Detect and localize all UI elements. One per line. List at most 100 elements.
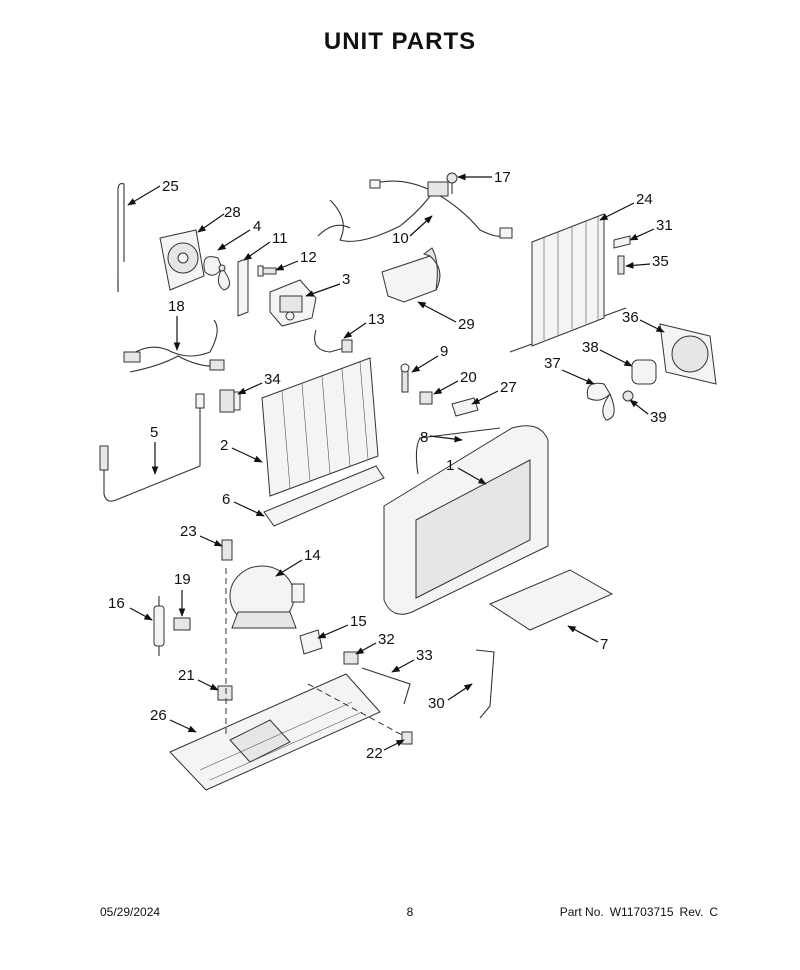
svg-text:19: 19 xyxy=(174,571,191,588)
svg-text:34: 34 xyxy=(264,371,281,388)
svg-text:32: 32 xyxy=(378,631,395,648)
svg-text:18: 18 xyxy=(168,298,185,315)
svg-text:15: 15 xyxy=(350,613,367,630)
svg-text:33: 33 xyxy=(416,647,433,664)
svg-text:24: 24 xyxy=(636,191,653,208)
svg-text:13: 13 xyxy=(368,311,385,328)
svg-text:6: 6 xyxy=(222,491,230,508)
defrost-sensor-part xyxy=(99,393,205,502)
clip-part xyxy=(613,235,631,249)
defrost-heater-part xyxy=(117,183,125,292)
svg-text:5: 5 xyxy=(150,424,158,441)
callout-30: 30 xyxy=(428,683,473,712)
svg-text:4: 4 xyxy=(253,218,261,235)
thermistor-part xyxy=(314,329,353,353)
callout-17: 17 xyxy=(457,169,511,186)
callout-15: 15 xyxy=(317,613,367,639)
fan-motor-part xyxy=(269,279,317,327)
page-title: UNIT PARTS xyxy=(323,28,477,55)
rev-label: Rev. xyxy=(679,905,704,919)
callout-9: 9 xyxy=(411,343,448,373)
drain-pan-part xyxy=(488,569,614,631)
callout-32: 32 xyxy=(355,631,395,655)
svg-text:36: 36 xyxy=(622,309,639,326)
svg-text:11: 11 xyxy=(272,230,288,247)
callout-24: 24 xyxy=(599,191,653,221)
rear-cover-part xyxy=(383,425,549,615)
base-plate-part xyxy=(169,673,381,791)
svg-text:30: 30 xyxy=(428,695,445,712)
gasket-part xyxy=(415,427,501,475)
callout-1: 1 xyxy=(446,457,487,485)
svg-text:2: 2 xyxy=(220,437,228,454)
terminal-bracket-part xyxy=(219,389,241,413)
svg-text:17: 17 xyxy=(494,169,511,186)
svg-text:12: 12 xyxy=(300,249,317,266)
svg-text:7: 7 xyxy=(600,636,608,653)
callout-31: 31 xyxy=(629,217,673,241)
svg-text:26: 26 xyxy=(150,707,167,724)
callout-20: 20 xyxy=(433,369,477,395)
callout-38: 38 xyxy=(582,339,633,367)
svg-text:14: 14 xyxy=(304,547,321,564)
callout-7: 7 xyxy=(567,625,608,653)
callout-18: 18 xyxy=(168,298,185,351)
callout-2: 2 xyxy=(220,437,263,463)
screw-small-part xyxy=(400,363,410,393)
nut-part xyxy=(622,390,634,402)
svg-text:8: 8 xyxy=(420,429,428,446)
valve-part xyxy=(221,539,233,561)
base-screw-part xyxy=(401,731,413,745)
svg-text:27: 27 xyxy=(500,379,517,396)
callout-21: 21 xyxy=(178,667,219,691)
callout-27: 27 xyxy=(471,379,517,405)
wire-harness-part xyxy=(123,319,225,373)
compressor-clip-part xyxy=(173,617,191,631)
svg-text:31: 31 xyxy=(656,217,673,234)
condenser-fan-motor-part xyxy=(631,359,657,385)
svg-text:22: 22 xyxy=(366,745,383,762)
svg-text:37: 37 xyxy=(544,355,561,372)
callout-37: 37 xyxy=(544,355,595,385)
svg-text:29: 29 xyxy=(458,316,475,333)
callout-19: 19 xyxy=(174,571,191,617)
callout-23: 23 xyxy=(180,523,223,547)
callout-22: 22 xyxy=(366,739,405,762)
relay-cover-part xyxy=(343,651,359,665)
svg-text:38: 38 xyxy=(582,339,599,356)
relay-part xyxy=(299,629,323,655)
screw-part xyxy=(257,265,277,277)
svg-text:1: 1 xyxy=(446,457,454,474)
drain-trough-part xyxy=(263,465,385,527)
svg-text:28: 28 xyxy=(224,204,241,221)
svg-text:25: 25 xyxy=(162,178,179,195)
callout-26: 26 xyxy=(150,707,197,733)
tubing-part xyxy=(475,649,495,719)
svg-text:20: 20 xyxy=(460,369,477,386)
callout-8: 8 xyxy=(420,429,463,446)
callout-5: 5 xyxy=(150,424,159,475)
svg-text:21: 21 xyxy=(178,667,195,684)
callout-3: 3 xyxy=(305,271,350,297)
condenser-fan-housing-part xyxy=(659,323,717,385)
screw-condenser-part xyxy=(617,255,625,275)
svg-text:9: 9 xyxy=(440,343,448,360)
control-harness-part xyxy=(317,179,513,242)
callout-6: 6 xyxy=(222,491,265,517)
screw-top-part xyxy=(446,172,458,194)
callout-10: 10 xyxy=(392,215,433,247)
svg-text:16: 16 xyxy=(108,595,125,612)
svg-text:39: 39 xyxy=(650,409,667,426)
fan-shroud-part xyxy=(159,229,205,291)
fan-blade-part xyxy=(203,256,230,291)
callout-11: 11 xyxy=(243,230,288,261)
footer-page-number: 8 xyxy=(406,905,414,919)
callout-13: 13 xyxy=(343,311,385,339)
bracket-part xyxy=(237,257,249,317)
pad-part xyxy=(451,397,479,417)
callout-33: 33 xyxy=(391,647,433,673)
drier-part xyxy=(153,596,165,656)
air-duct-part xyxy=(381,247,441,303)
